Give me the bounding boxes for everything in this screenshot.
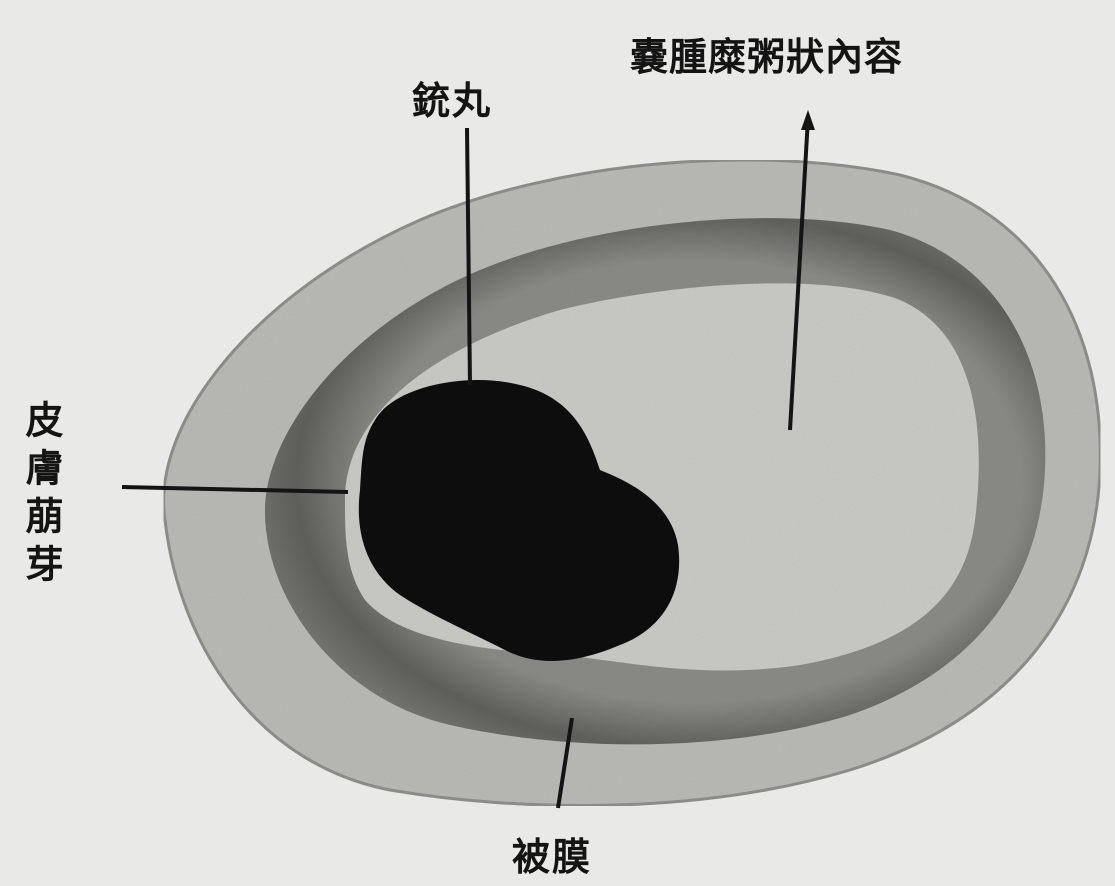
label-capsule: 被膜 bbox=[512, 838, 592, 876]
label-bullet: 銃丸 bbox=[412, 82, 492, 120]
leader-arrowhead bbox=[801, 110, 815, 130]
label-granulation: 皮膚萠芽 bbox=[22, 400, 60, 592]
label-cyst-contents: 嚢腫糜粥狀內容 bbox=[630, 38, 903, 76]
